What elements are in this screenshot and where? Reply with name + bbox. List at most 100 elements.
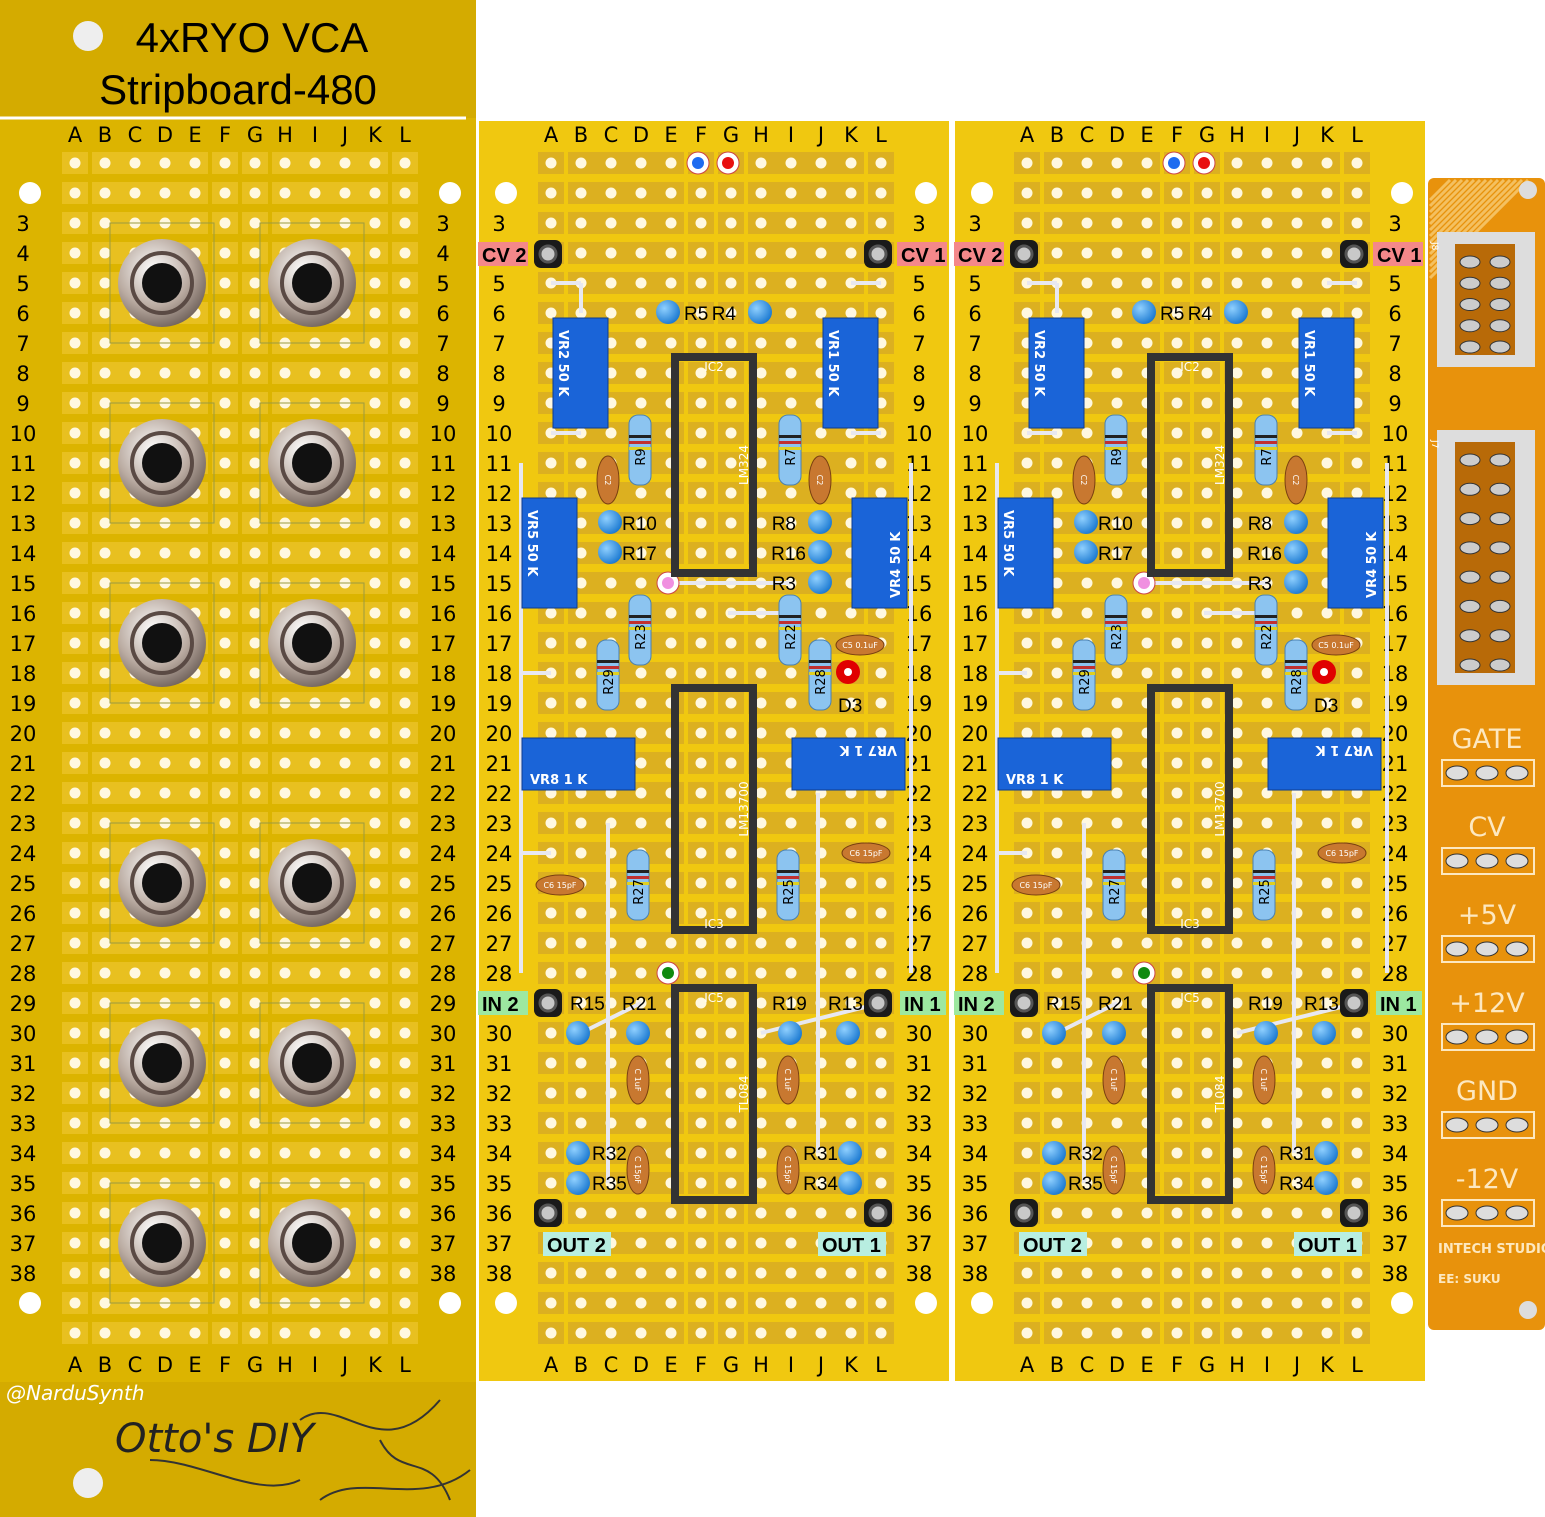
resistor-r4[interactable]: R4 <box>712 300 772 325</box>
capacitor[interactable]: C6 15pF <box>841 842 891 864</box>
panel-jack[interactable] <box>109 222 215 344</box>
resistor-r16[interactable]: R16 <box>771 540 832 565</box>
resistor-r3[interactable]: R3 <box>1248 570 1308 595</box>
panel-jack[interactable] <box>259 582 365 704</box>
resistor-r34[interactable]: R34 <box>1279 1171 1338 1195</box>
trimpot[interactable]: VR5 50 K <box>997 497 1054 609</box>
panel-jack[interactable] <box>259 222 365 344</box>
jack-cv2[interactable]: CV 2 <box>954 240 1038 268</box>
resistor-r7[interactable]: R7 <box>1254 414 1278 486</box>
rail-connector[interactable] <box>1441 935 1535 963</box>
capacitor[interactable]: C 15pF <box>1252 1145 1276 1195</box>
resistor-r31[interactable]: R31 <box>1279 1141 1338 1165</box>
resistor-r5[interactable]: R5 <box>656 300 708 325</box>
capacitor[interactable]: C 1uF <box>776 1055 800 1105</box>
capacitor[interactable]: C5 0.1uF <box>1311 634 1361 656</box>
resistor-r5[interactable]: R5 <box>1132 300 1184 325</box>
rail-connector[interactable] <box>1441 1111 1535 1139</box>
panel-jack[interactable] <box>259 402 365 524</box>
jack-cv1[interactable]: CV 1 <box>1340 240 1423 268</box>
resistor-r4[interactable]: R4 <box>1188 300 1248 325</box>
panel-jack[interactable] <box>109 822 215 944</box>
resistor-r25[interactable]: R25 <box>1252 849 1276 921</box>
resistor-r8[interactable]: R8 <box>772 510 832 535</box>
rail-connector[interactable] <box>1441 759 1535 787</box>
resistor-r27[interactable]: R27 <box>626 849 650 921</box>
resistor-r21[interactable]: R21 <box>622 994 657 1045</box>
resistor-r15[interactable]: R15 <box>1042 994 1081 1045</box>
resistor-r15[interactable]: R15 <box>566 994 605 1045</box>
resistor-r22[interactable]: R22 <box>778 594 802 666</box>
diode-d3[interactable]: D3 <box>836 660 862 717</box>
resistor-r16[interactable]: R16 <box>1247 540 1308 565</box>
capacitor[interactable]: C5 0.1uF <box>835 634 885 656</box>
resistor-r23[interactable]: R23 <box>1104 594 1128 666</box>
resistor-r10[interactable]: R10 <box>1074 510 1133 535</box>
panel-jack[interactable] <box>259 1182 365 1304</box>
resistor-r3[interactable]: R3 <box>772 570 832 595</box>
resistor-r29[interactable]: R29 <box>596 639 620 711</box>
capacitor[interactable]: C6 15pF <box>535 874 585 896</box>
resistor-r8[interactable]: R8 <box>1248 510 1308 535</box>
panel-jack[interactable] <box>109 1182 215 1304</box>
capacitor[interactable]: C 15pF <box>626 1145 650 1195</box>
trimpot[interactable]: VR2 50 K <box>1028 317 1085 429</box>
capacitor[interactable]: C2 <box>1284 455 1308 505</box>
trimpot[interactable]: VR5 50 K <box>521 497 578 609</box>
jack-in2[interactable]: IN 2 <box>954 989 1038 1017</box>
resistor-r35[interactable]: R35 <box>566 1171 627 1195</box>
panel-jack[interactable] <box>109 1002 215 1124</box>
jack-out2[interactable]: OUT 2 <box>534 1199 611 1257</box>
panel-jack[interactable] <box>109 402 215 524</box>
resistor-r31[interactable]: R31 <box>803 1141 862 1165</box>
resistor-r13[interactable]: R13 <box>1304 994 1339 1045</box>
capacitor[interactable]: C 15pF <box>776 1145 800 1195</box>
panel-jack[interactable] <box>259 822 365 944</box>
capacitor[interactable]: C2 <box>1072 455 1096 505</box>
resistor-r34[interactable]: R34 <box>803 1171 862 1195</box>
capacitor[interactable]: C6 15pF <box>1317 842 1367 864</box>
resistor-r9[interactable]: R9 <box>628 414 652 486</box>
capacitor[interactable]: C 1uF <box>1102 1055 1126 1105</box>
resistor-r23[interactable]: R23 <box>628 594 652 666</box>
jack-cv1[interactable]: CV 1 <box>864 240 947 268</box>
resistor-r10[interactable]: R10 <box>598 510 657 535</box>
jack-out2[interactable]: OUT 2 <box>1010 1199 1087 1257</box>
jack-cv2[interactable]: CV 2 <box>478 240 562 268</box>
resistor-r25[interactable]: R25 <box>776 849 800 921</box>
trimpot[interactable]: VR1 50 K <box>822 317 879 429</box>
jack-out1[interactable]: OUT 1 <box>1294 1199 1368 1257</box>
diode-d3[interactable]: D3 <box>1312 660 1338 717</box>
trimpot[interactable]: VR8 1 K <box>521 737 636 791</box>
resistor-r19[interactable]: R19 <box>1248 994 1283 1045</box>
rail-connector[interactable] <box>1441 847 1535 875</box>
trimpot[interactable]: VR4 50 K <box>1327 497 1384 609</box>
header-j8[interactable]: J8 <box>1429 232 1535 367</box>
resistor-r32[interactable]: R32 <box>566 1141 627 1165</box>
resistor-r9[interactable]: R9 <box>1104 414 1128 486</box>
resistor-r21[interactable]: R21 <box>1098 994 1133 1045</box>
resistor-r35[interactable]: R35 <box>1042 1171 1103 1195</box>
trimpot[interactable]: VR7 1 K <box>1267 737 1382 791</box>
resistor-r28[interactable]: R28 <box>808 639 832 711</box>
resistor-r28[interactable]: R28 <box>1284 639 1308 711</box>
resistor-r13[interactable]: R13 <box>828 994 863 1045</box>
trimpot[interactable]: VR8 1 K <box>997 737 1112 791</box>
resistor-r27[interactable]: R27 <box>1102 849 1126 921</box>
jack-out1[interactable]: OUT 1 <box>818 1199 892 1257</box>
resistor-r22[interactable]: R22 <box>1254 594 1278 666</box>
jack-in1[interactable]: IN 1 <box>1340 989 1422 1017</box>
panel-jack[interactable] <box>109 582 215 704</box>
capacitor[interactable]: C 15pF <box>1102 1145 1126 1195</box>
header-j7[interactable]: J7 <box>1429 430 1535 685</box>
resistor-r17[interactable]: R17 <box>598 540 657 565</box>
capacitor[interactable]: C 1uF <box>1252 1055 1276 1105</box>
rail-connector[interactable] <box>1441 1199 1535 1227</box>
rail-connector[interactable] <box>1441 1023 1535 1051</box>
resistor-r17[interactable]: R17 <box>1074 540 1133 565</box>
capacitor[interactable]: C2 <box>596 455 620 505</box>
